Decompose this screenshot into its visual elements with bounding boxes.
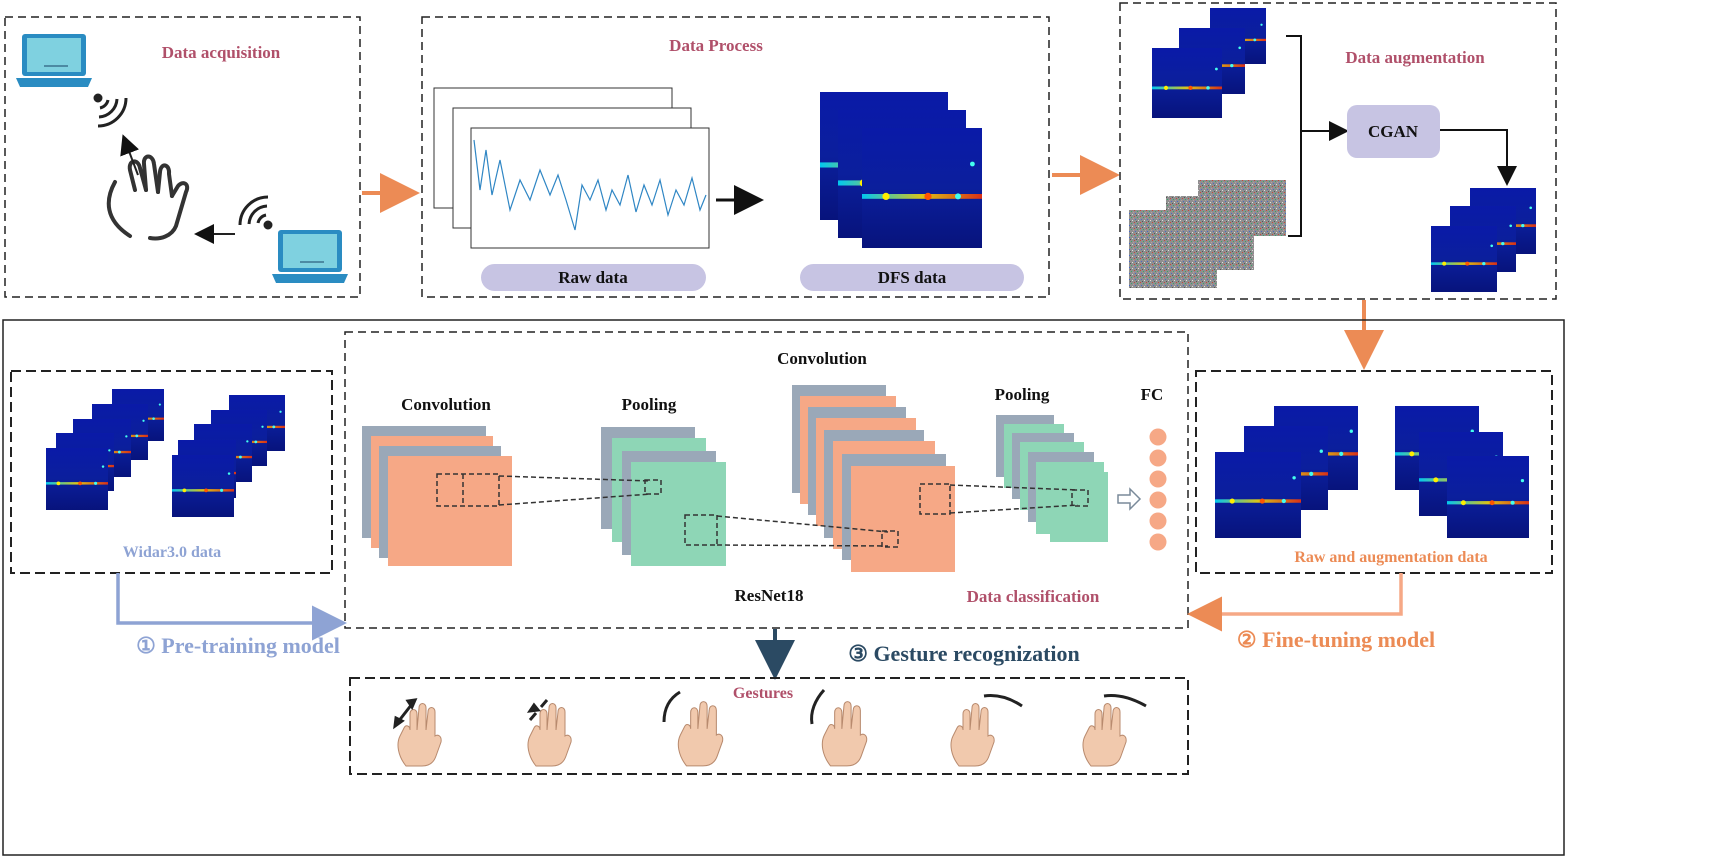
dfs-data-label: DFS data xyxy=(878,268,947,287)
pool1-feature-map xyxy=(631,462,726,566)
raw-data-pill xyxy=(481,264,706,291)
arrow-icon xyxy=(1440,129,1517,186)
conv2-label: Convolution xyxy=(777,349,867,368)
resnet-label: ResNet18 xyxy=(735,586,804,605)
generated-spectrogram xyxy=(1431,226,1497,292)
gesture-hand-icon xyxy=(950,702,995,767)
dfs-spectrogram xyxy=(862,128,982,248)
classification-label: Data classification xyxy=(967,587,1100,606)
widar-panel: Widar3.0 data xyxy=(10,370,333,574)
pretrain-label: ① Pre-training model xyxy=(136,633,340,658)
acquisition-title: Data acquisition xyxy=(162,43,281,62)
cgan-label: CGAN xyxy=(1368,122,1419,141)
gesture-hand-icon xyxy=(1082,702,1127,767)
wifi-icon xyxy=(238,195,273,230)
raw-aug-label: Raw and augmentation data xyxy=(1294,549,1487,566)
arrow-icon xyxy=(1103,694,1147,708)
resnet-panel: Convolution Pooling Convolution Pooling … xyxy=(344,331,1189,629)
fc-label: FC xyxy=(1141,385,1164,404)
process-title: Data Process xyxy=(669,36,763,55)
laptop-icon xyxy=(16,34,92,87)
gesture-hand-icon xyxy=(677,701,724,767)
conv1-label: Convolution xyxy=(401,395,491,414)
dfs-data-pill xyxy=(800,264,1024,291)
real-spectrogram xyxy=(1152,48,1222,118)
finetune-label: ② Fine-tuning model xyxy=(1237,627,1435,652)
widar-label: Widar3.0 data xyxy=(123,544,221,561)
arrow-icon xyxy=(116,573,347,641)
gesture-hand-icon xyxy=(821,701,868,767)
training-frame xyxy=(2,319,1565,856)
raw-aug-spectrogram xyxy=(1215,452,1301,538)
recognize-label: ③ Gesture recognization xyxy=(848,641,1080,666)
conv2-feature-map xyxy=(851,466,955,572)
gestures-title: Gestures xyxy=(733,685,793,702)
augmentation-panel: Data augmentation CGAN xyxy=(1119,2,1557,300)
widar-spectrogram xyxy=(46,448,108,510)
laptop-icon xyxy=(272,230,348,283)
arrow-icon xyxy=(1187,573,1403,632)
arrow-icon xyxy=(120,134,140,176)
arrow-icon xyxy=(393,698,418,730)
raw-signal-plot xyxy=(470,127,710,249)
arrow-icon xyxy=(662,690,681,723)
arrow-icon xyxy=(1117,487,1142,511)
gestures-panel: Gestures xyxy=(349,677,1189,775)
pool1-label: Pooling xyxy=(622,395,677,414)
arrow-icon xyxy=(810,688,826,725)
augmentation-title: Data augmentation xyxy=(1345,48,1485,67)
pool2-feature-map xyxy=(1050,472,1108,542)
arrow-icon xyxy=(983,694,1023,708)
fc-neurons xyxy=(1149,428,1167,551)
wifi-icon xyxy=(93,93,128,128)
pool2-label: Pooling xyxy=(995,385,1050,404)
arrow-icon xyxy=(526,699,549,721)
conv1-feature-map xyxy=(388,456,512,566)
process-panel: Data Process Raw data DFS data xyxy=(421,16,1050,298)
raw-signal-wave xyxy=(473,139,707,231)
acquisition-panel: Data acquisition xyxy=(4,16,361,298)
hand-icon xyxy=(106,154,190,241)
raw-aug-panel: Raw and augmentation data xyxy=(1195,370,1553,574)
raw-data-label: Raw data xyxy=(558,268,628,287)
cgan-box xyxy=(1347,105,1440,158)
